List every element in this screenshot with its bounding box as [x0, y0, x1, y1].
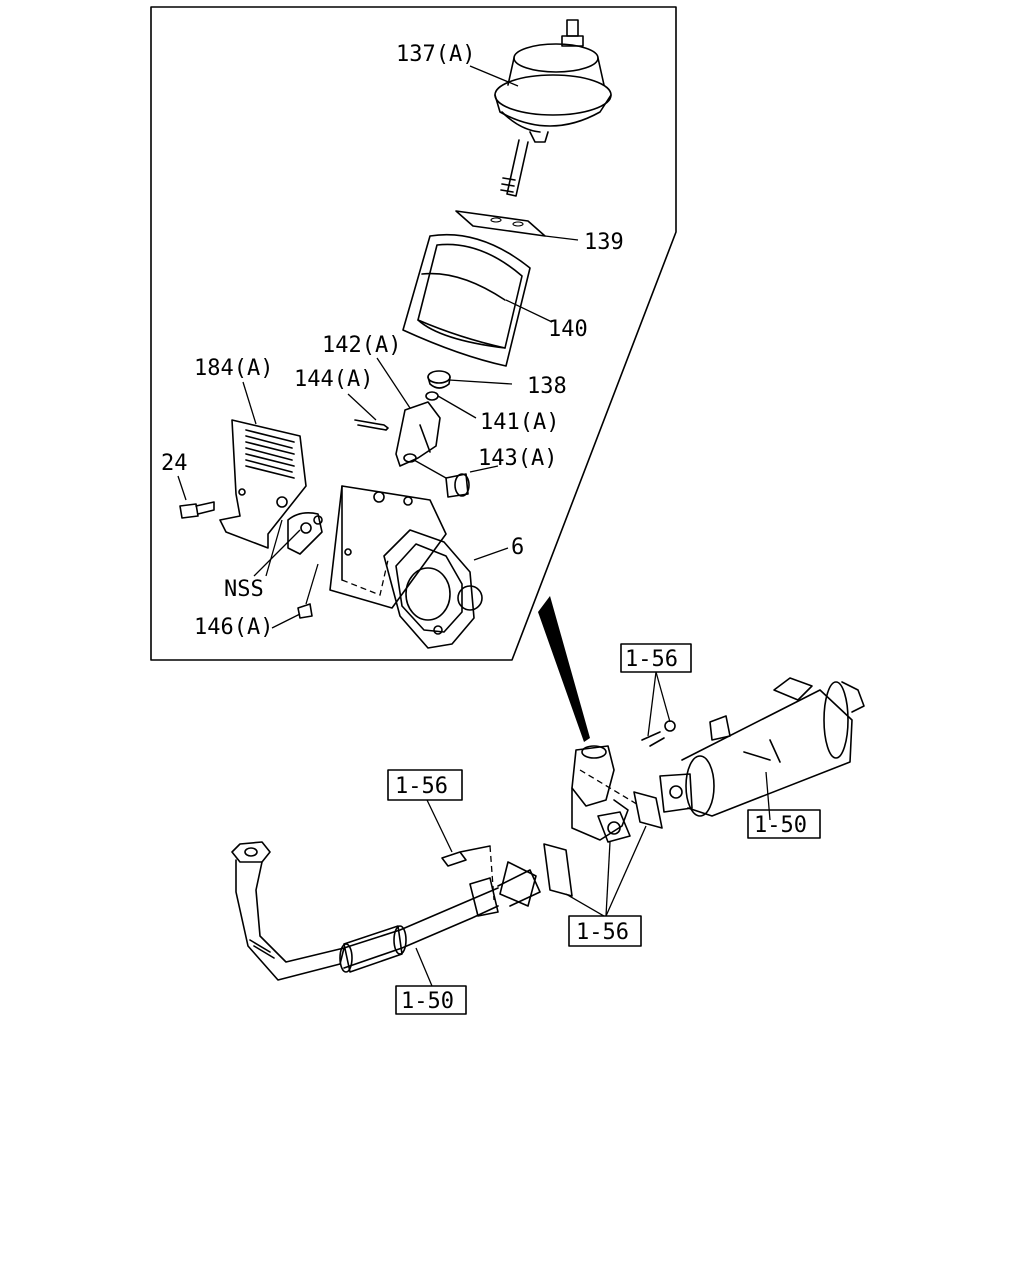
valve-body-6 — [329, 485, 483, 649]
bolt-143 — [445, 473, 470, 498]
bushing-138 — [427, 370, 451, 389]
label-141: 141(A) — [480, 410, 559, 435]
label-142: 142(A) — [322, 333, 401, 358]
label-140: 140 — [548, 317, 588, 342]
detail-leaders — [177, 65, 579, 629]
gasket-139 — [455, 210, 546, 237]
ref-box-150-bottom — [395, 985, 467, 1015]
label-nss: NSS — [224, 577, 264, 602]
label-137: 137(A) — [396, 42, 475, 67]
label-143: 143(A) — [478, 446, 557, 471]
bracket-140 — [402, 233, 531, 367]
ref-label-156-top: 1-56 — [625, 647, 678, 672]
ref-box-156-top — [620, 643, 692, 673]
ref-label-156-bottom: 1-56 — [576, 920, 629, 945]
ref-box-156-left — [387, 769, 463, 801]
label-144: 144(A) — [294, 367, 373, 392]
ref-box-150-right — [747, 809, 821, 839]
gasket-mid — [633, 791, 663, 829]
exhaust-brake-unit — [571, 745, 641, 843]
detail-frame — [150, 6, 677, 661]
cover-184 — [219, 419, 307, 549]
muffler — [641, 677, 865, 817]
ref-box-156-bottom — [568, 915, 642, 947]
label-139: 139 — [584, 230, 624, 255]
bolt-left — [441, 845, 491, 867]
ref-label-150-right: 1-50 — [754, 813, 807, 838]
assembly-leaders — [415, 671, 771, 987]
label-146: 146(A) — [194, 615, 273, 640]
bolt-146 — [297, 603, 313, 619]
front-pipe — [231, 841, 541, 981]
label-6: 6 — [511, 535, 524, 560]
pin-144 — [354, 419, 389, 431]
ref-label-150-bottom: 1-50 — [401, 989, 454, 1014]
bolt-24 — [179, 501, 215, 519]
nss-plate — [287, 512, 323, 555]
label-138: 138 — [527, 374, 567, 399]
gasket-left — [543, 843, 573, 897]
ref-label-156-left: 1-56 — [395, 774, 448, 799]
nut-141 — [425, 391, 439, 401]
label-24: 24 — [161, 451, 188, 476]
label-184: 184(A) — [194, 356, 273, 381]
actuator-137 — [494, 19, 612, 197]
lever-142 — [395, 401, 441, 467]
callout-pointer — [538, 596, 590, 742]
